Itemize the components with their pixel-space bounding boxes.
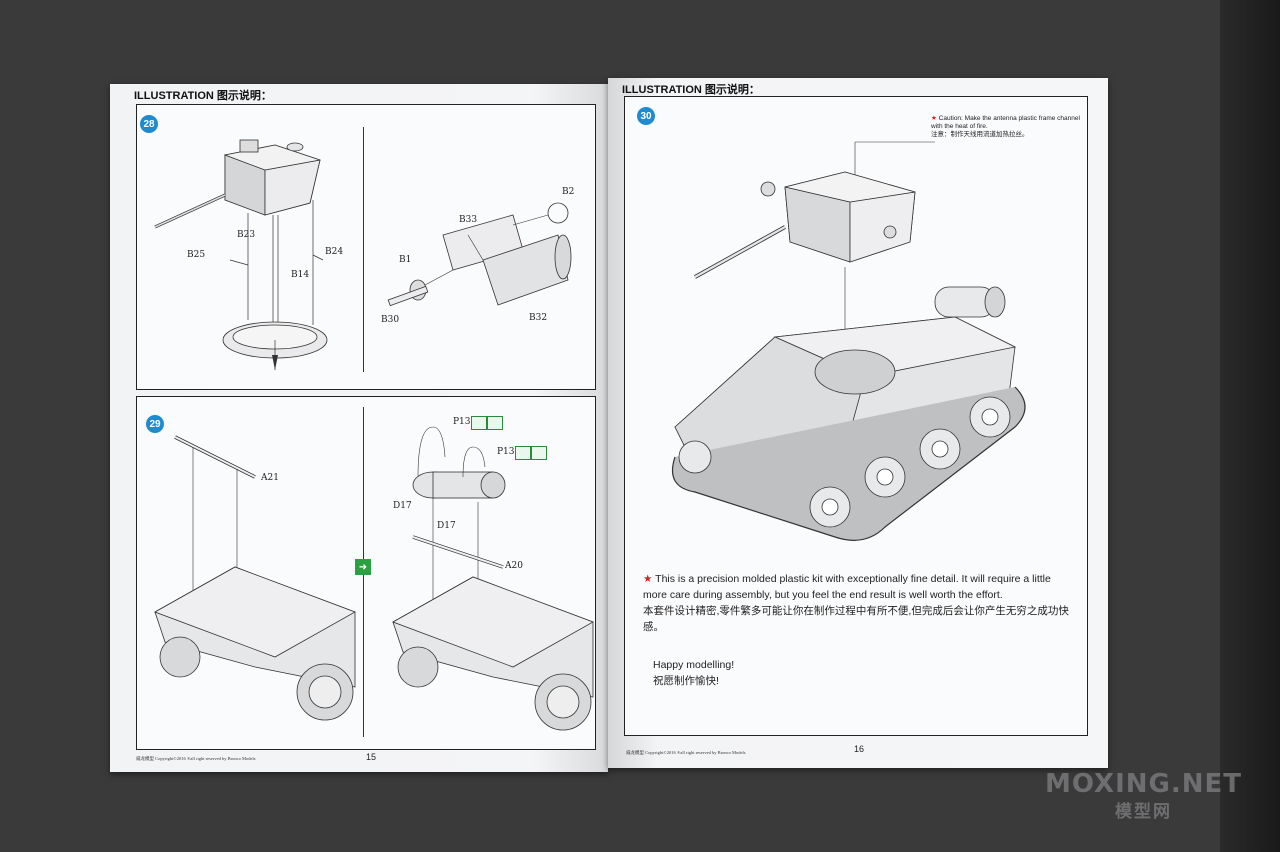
caution-note: ★ Caution: Make the antenna plastic fram…: [931, 115, 1081, 139]
step-30-badge: 30: [637, 107, 655, 125]
left-page-header: ILLUSTRATION 图示说明：: [134, 90, 272, 102]
glue-icon: [515, 446, 531, 460]
label-d17-left: D17: [393, 501, 412, 511]
label-b24: B24: [325, 247, 344, 257]
right-page-number: 16: [854, 744, 865, 754]
label-b14: B14: [291, 270, 310, 280]
tank-final-assembly-drawing: [671, 141, 1026, 541]
notice-text-cn: 本套件设计精密,零件繁多可能让你在制作过程中有所不便,但完成后会让你产生无穷之成…: [643, 605, 1069, 633]
notice-text-en: This is a precision molded plastic kit w…: [643, 573, 1051, 601]
label-b30: B30: [381, 315, 400, 325]
label-d17-right: D17: [437, 521, 456, 531]
bend-icon: [531, 446, 547, 460]
label-b25: B25: [187, 250, 206, 260]
watermark-main-text: MOXING.NET: [1044, 769, 1242, 799]
label-a20: A20: [505, 561, 523, 571]
notice-block: ★ This is a precision molded plastic kit…: [643, 571, 1073, 635]
step-28-panel: 28: [136, 104, 596, 390]
label-b32: B32: [529, 313, 548, 323]
label-b1: B1: [399, 255, 412, 265]
left-footer-copyright-text: Copyright©2016 ®all right reserved by Br…: [155, 756, 256, 761]
step-30-panel: 30 ★ Caution: Make the antenna plastic f…: [624, 96, 1088, 736]
closing-text-en: Happy modelling!: [653, 659, 735, 671]
turret-assembly-drawing: [154, 139, 328, 370]
right-footer-brand: 威龙模型: [626, 750, 644, 755]
label-a21: A21: [261, 473, 279, 483]
label-p13-top: P13: [453, 417, 471, 427]
bend-icon: [487, 416, 503, 430]
right-footer-copyright-text: Copyright©2016 ®all right reserved by Br…: [645, 750, 746, 755]
step-28-divider: [363, 127, 364, 372]
left-page: ILLUSTRATION 图示说明： 28: [110, 84, 608, 772]
watermark-sub-text: 模型网: [1114, 802, 1172, 822]
left-footer-copyright: 威龙模型 Copyright©2016 ®all right reserved …: [136, 756, 255, 762]
step-29-badge: 29: [146, 415, 164, 433]
right-page: ILLUSTRATION 图示说明： 30 ★ Caution: Make th…: [608, 78, 1108, 768]
caution-text-en: Caution: Make the antenna plastic frame …: [931, 115, 1080, 130]
label-b23: B23: [237, 230, 256, 240]
label-b2: B2: [562, 187, 575, 197]
step-28-badge: 28: [140, 115, 158, 133]
left-page-number: 15: [366, 752, 377, 762]
label-b33: B33: [459, 215, 478, 225]
caution-star-icon: ★: [931, 115, 937, 122]
step-29-panel: 29 ➜ A21: [136, 396, 596, 750]
left-footer-brand: 威龙模型: [136, 756, 154, 761]
right-footer-copyright: 威龙模型 Copyright©2016 ®all right reserved …: [626, 750, 745, 756]
background-dark-edge: [1220, 0, 1280, 852]
caution-text-cn: 注意：制作天线用流道加热拉丝。: [931, 131, 1029, 138]
hull-rail-drawing-left: [154, 435, 356, 721]
right-page-header: ILLUSTRATION 图示说明：: [622, 84, 760, 96]
closing-block: Happy modelling! 祝愿制作愉快!: [653, 657, 953, 689]
watermark-logo: MOXING.NET 模型网: [1045, 769, 1242, 822]
exhaust-assembly-drawing: [387, 202, 572, 307]
glue-icon: [471, 416, 487, 430]
instruction-booklet: ILLUSTRATION 图示说明： 28: [110, 78, 1110, 778]
hull-rail-drawing-right: [392, 426, 594, 731]
closing-text-cn: 祝愿制作愉快!: [653, 675, 719, 687]
label-p13-lower: P13: [497, 447, 515, 457]
notice-star-icon: ★: [643, 573, 653, 585]
next-step-arrow-icon: ➜: [355, 559, 371, 575]
